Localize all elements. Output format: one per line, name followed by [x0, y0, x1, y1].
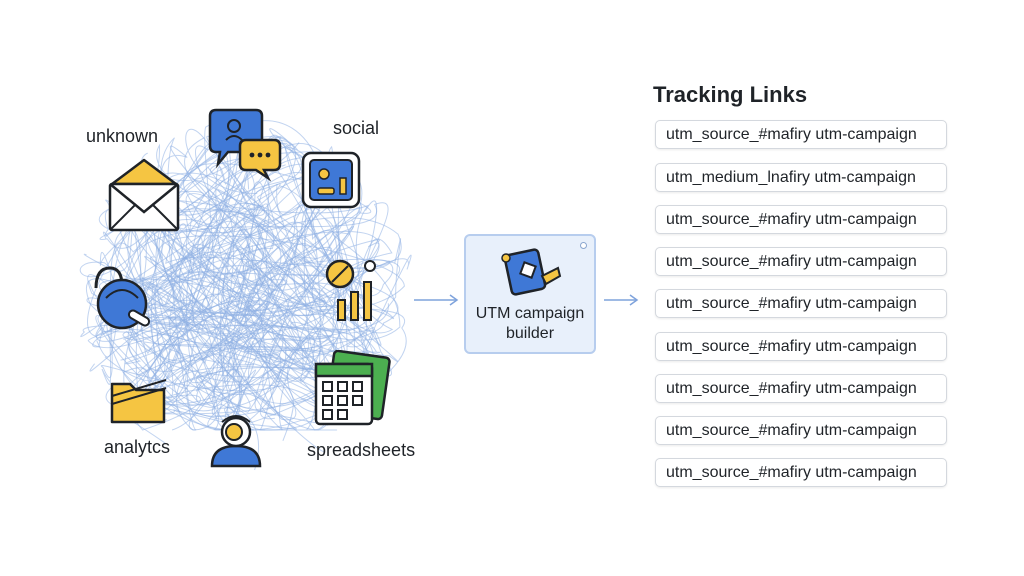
tangle-line — [99, 143, 320, 415]
label-social: social — [333, 118, 380, 138]
tangle-line — [100, 220, 380, 409]
tangle-line — [122, 145, 333, 383]
tracking-link: utm_source_#mafiry utm-campaign — [655, 205, 947, 234]
tangle-line — [217, 228, 380, 431]
tangle-line — [168, 208, 401, 431]
tangle-line — [186, 154, 369, 431]
arrow-to-links — [604, 294, 639, 306]
envelope-icon — [108, 158, 180, 232]
label-unknown: unknown — [86, 126, 159, 146]
social-dashboard-icon — [301, 151, 361, 209]
tracking-link: utm_source_#mafiry utm-campaign — [655, 120, 947, 149]
tracking-link: utm_source_#mafiry utm-campaign — [655, 332, 947, 361]
utm-campaign-builder: UTM campaign builder — [464, 234, 596, 354]
corner-dot-icon — [580, 242, 587, 249]
tracking-link: utm_source_#mafiry utm-campaign — [655, 416, 947, 445]
tracking-link: utm_source_#mafiry utm-campaign — [655, 458, 947, 487]
tracking-links-title: Tracking Links — [653, 82, 808, 107]
bar-chart-icon — [325, 259, 376, 321]
builder-tool-icon — [501, 248, 562, 296]
chat-bubbles-icon — [208, 108, 282, 182]
spreadsheet-icon — [314, 350, 391, 426]
tracking-link: utm_source_#mafiry utm-campaign — [655, 289, 947, 318]
person-icon — [210, 415, 262, 468]
arrow-to-builder — [414, 294, 459, 306]
folder-icon — [110, 379, 167, 424]
tangle-line — [160, 136, 378, 370]
tangle-line — [97, 172, 288, 419]
label-spreadsheets: spreadsheets — [307, 440, 416, 460]
tangle-line — [89, 231, 401, 372]
tangle-line — [86, 143, 327, 318]
builder-title-line2: builder — [505, 325, 555, 342]
tracking-link: utm_source_#mafiry utm-campaign — [655, 247, 947, 276]
label-analytics: analytcs — [104, 437, 171, 457]
tracking-link: utm_source_#mafiry utm-campaign — [655, 374, 947, 403]
padlock-icon — [94, 266, 151, 330]
builder-title: UTM campaign builder — [466, 304, 594, 344]
builder-title-line1: UTM campaign — [475, 305, 585, 322]
tangle-line — [215, 166, 393, 392]
tangle-line — [83, 203, 331, 431]
tracking-link: utm_medium_lnafiry utm-campaign — [655, 163, 947, 192]
